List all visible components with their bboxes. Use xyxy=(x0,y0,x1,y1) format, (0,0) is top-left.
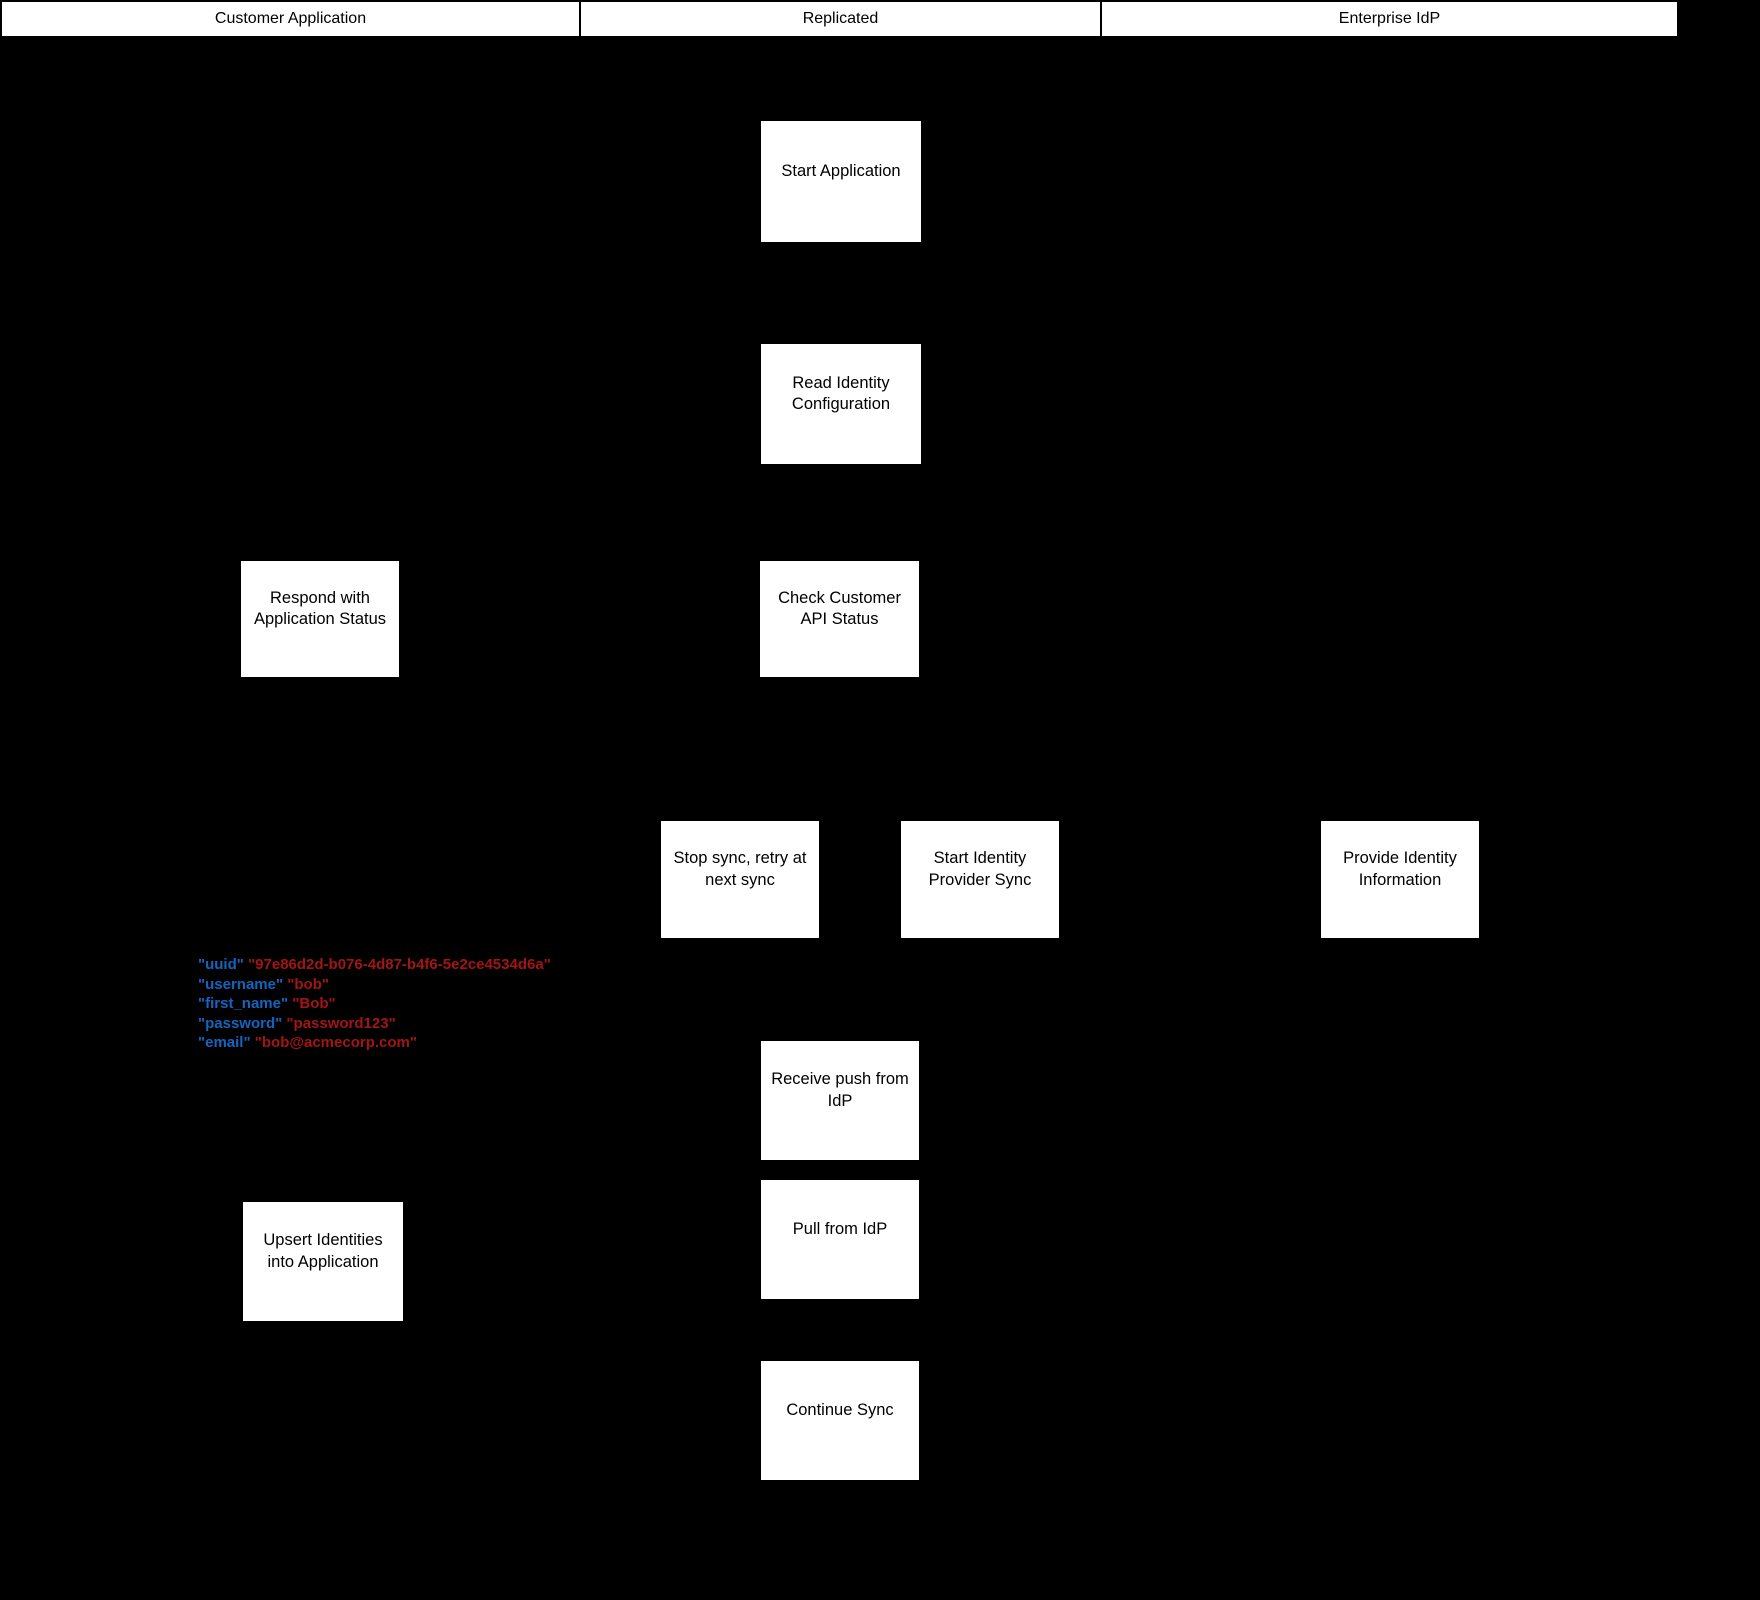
json-line: "password" "password123" xyxy=(198,1014,551,1034)
json-value: "bob@acmecorp.com" xyxy=(254,1034,417,1052)
flow-node-stop-sync-retry: Stop sync, retry at next sync xyxy=(661,821,819,938)
lane-header-customer-application: Customer Application xyxy=(0,0,581,38)
json-value: "97e86d2d-b076-4d87-b4f6-5e2ce4534d6a" xyxy=(248,956,551,973)
flow-node-receive-push-from-idp: Receive push from IdP xyxy=(761,1041,919,1160)
flow-node-upsert-identities: Upsert Identities into Application xyxy=(243,1202,403,1321)
json-line: "email" "bob@acmecorp.com" xyxy=(198,1033,551,1053)
json-value: "bob" xyxy=(287,975,329,993)
json-key: "uuid" xyxy=(198,956,244,973)
json-line: "username" "bob" xyxy=(198,975,551,995)
json-key: "password" xyxy=(198,1014,283,1032)
flow-node-start-identity-provider-sync: Start Identity Provider Sync xyxy=(901,821,1059,938)
flow-node-pull-from-idp: Pull from IdP xyxy=(761,1180,919,1299)
lane-label: Replicated xyxy=(802,10,879,27)
json-value: "Bob" xyxy=(292,995,336,1013)
lane-header-enterprise-idp: Enterprise IdP xyxy=(1100,0,1679,38)
flow-node-check-customer-api-status: Check Customer API Status xyxy=(760,561,919,677)
flow-node-start-application: Start Application xyxy=(761,121,921,242)
json-key: "username" xyxy=(198,975,284,993)
flow-node-read-identity-configuration: Read Identity Configuration xyxy=(761,344,921,464)
flow-node-continue-sync: Continue Sync xyxy=(761,1361,919,1480)
lane-header-replicated: Replicated xyxy=(579,0,1102,38)
json-line: "uuid" "97e86d2d-b076-4d87-b4f6-5e2ce453… xyxy=(198,955,551,975)
json-key: "first_name" xyxy=(198,995,289,1013)
lane-label: Customer Application xyxy=(214,10,367,27)
json-line: "first_name" "Bob" xyxy=(198,994,551,1014)
flow-node-provide-identity-information: Provide Identity Information xyxy=(1321,821,1479,938)
flow-node-respond-with-application-status: Respond with Application Status xyxy=(241,561,399,677)
json-key: "email" xyxy=(198,1034,251,1052)
lane-label: Enterprise IdP xyxy=(1338,10,1441,27)
json-value: "password123" xyxy=(286,1014,396,1032)
identity-json-annotation: "uuid" "97e86d2d-b076-4d87-b4f6-5e2ce453… xyxy=(198,955,551,1053)
